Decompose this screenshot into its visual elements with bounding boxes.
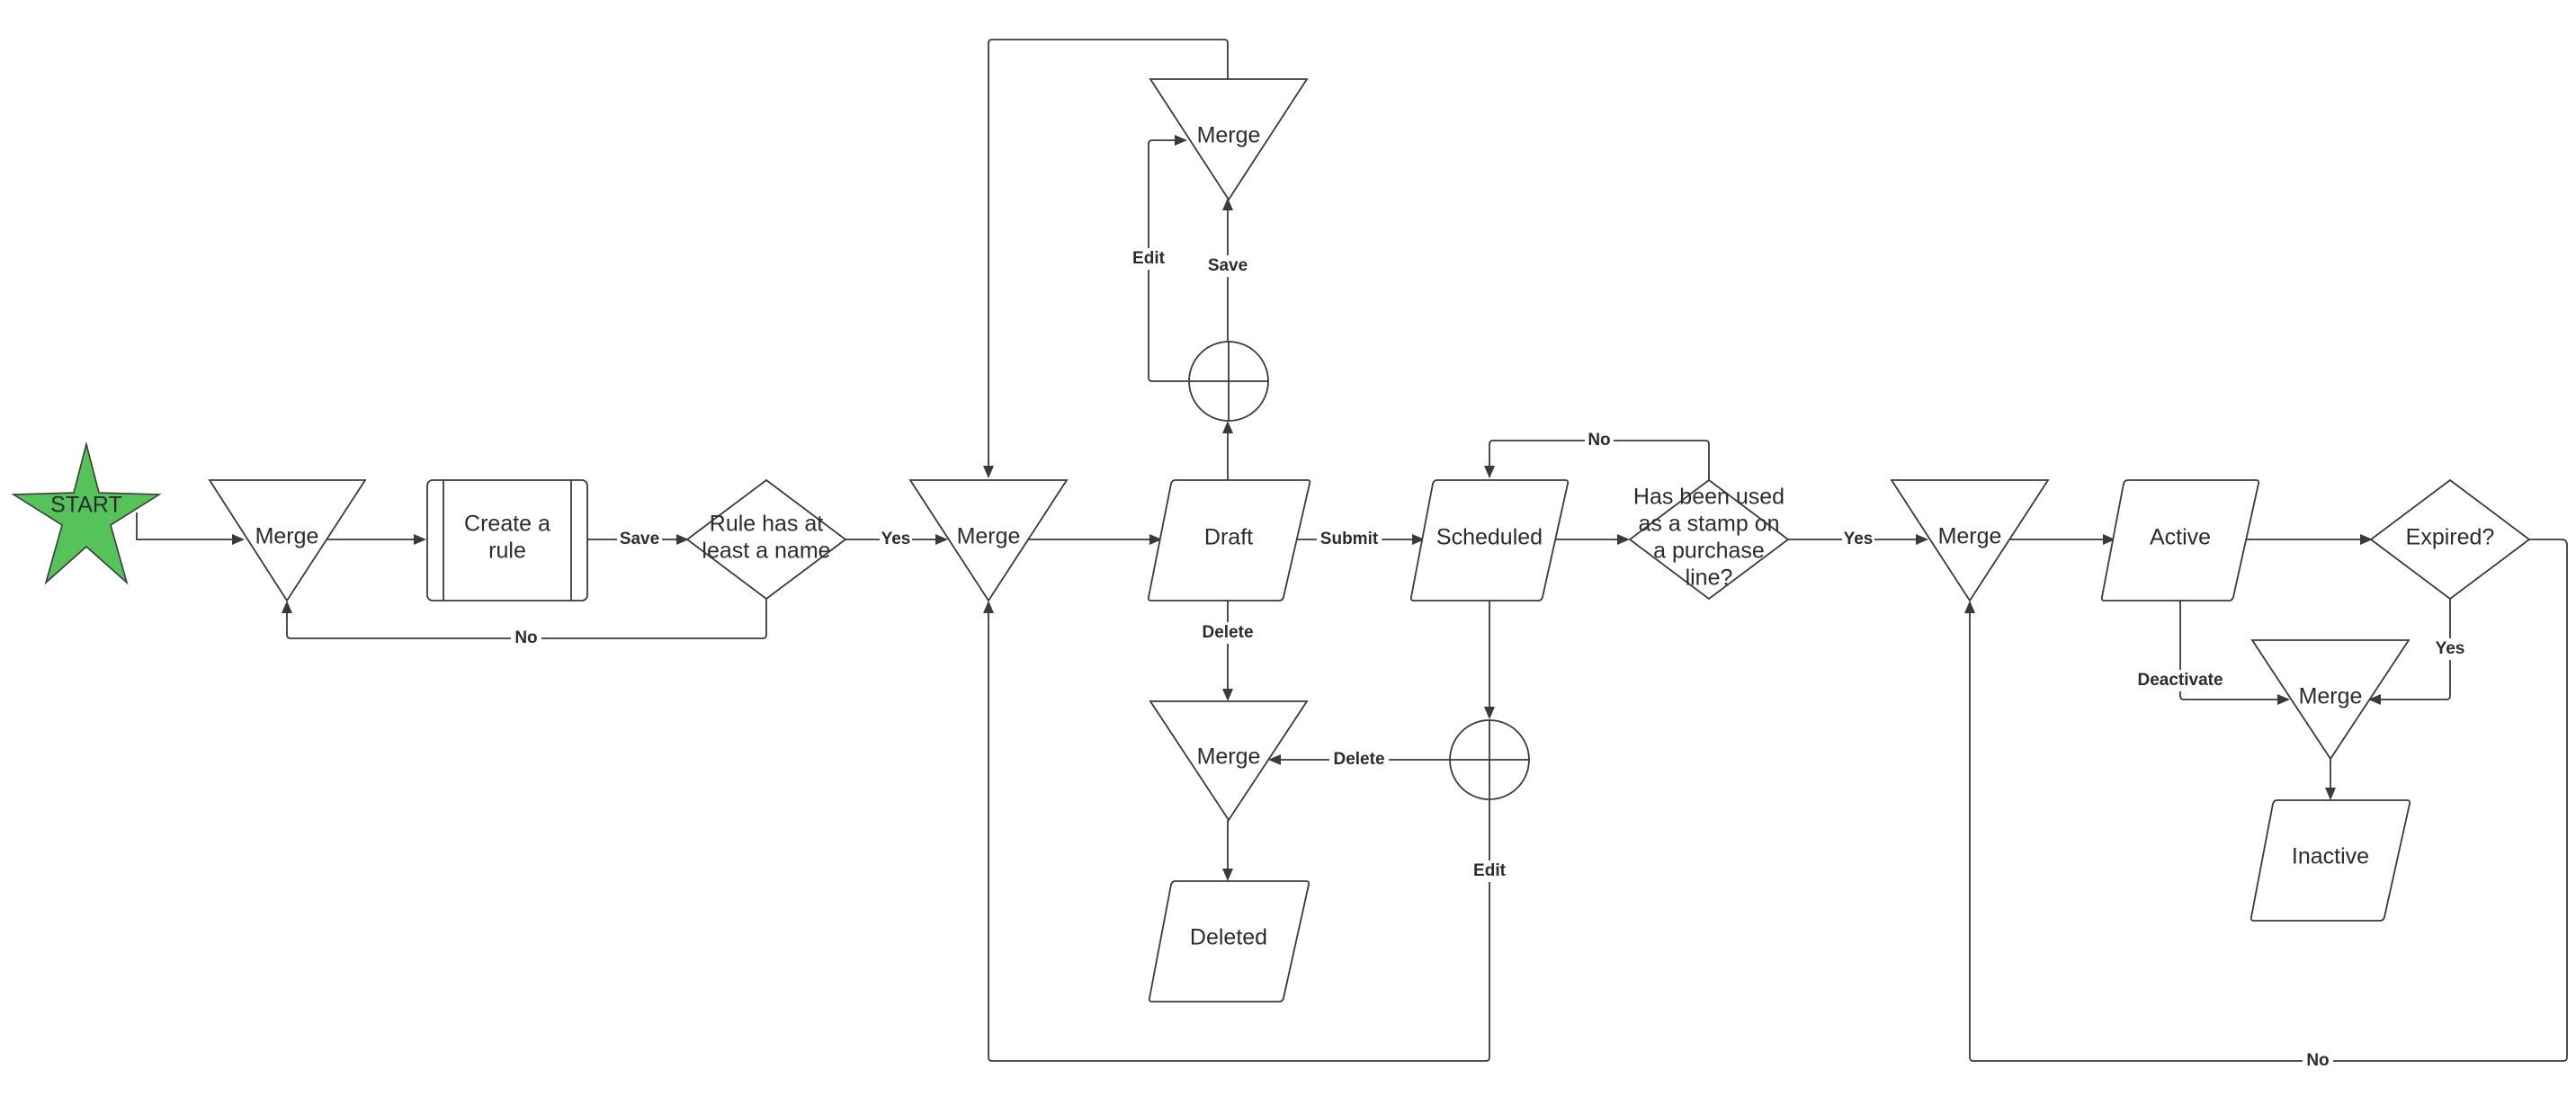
edge-label-edit-draft: Edit (1132, 249, 1166, 268)
rule-name-label-1: Rule has at (710, 512, 824, 537)
merge-node-3[interactable]: Merge (1890, 479, 2050, 602)
merge-node-4[interactable]: Merge (2250, 639, 2411, 761)
stamp-used-label-1: Has been used (1633, 485, 1784, 510)
edge-expired-merge3-no (1964, 539, 2568, 1062)
merge-node-2[interactable]: Merge (908, 479, 1069, 602)
merge-node-1[interactable]: Merge (208, 479, 367, 602)
rule-name-label-2: least a name (702, 539, 830, 564)
edge-label-no-stamp: No (1588, 431, 1610, 450)
rule-name-decision[interactable]: Rule has at least a name (685, 478, 847, 601)
scheduled-label: Scheduled (1436, 525, 1543, 550)
edge-label-save: Save (620, 530, 659, 548)
edge-mergetop-merge2 (983, 39, 1229, 478)
or-gate-bottom[interactable] (1449, 719, 1530, 800)
merge-label-top: Merge (1197, 123, 1261, 148)
merge-node-top[interactable]: Merge (1149, 78, 1309, 201)
edge-label-deactivate: Deactivate (2137, 671, 2223, 690)
active-node[interactable]: Active (2100, 479, 2260, 602)
stamp-used-label-4: line? (1686, 566, 1733, 591)
edge-label-yes-rule: Yes (881, 530, 911, 548)
nodes: START Merge Create a rule Rule has at le… (11, 78, 2531, 1003)
deleted-node[interactable]: Deleted (1148, 880, 1310, 1003)
edge-label-delete-draft: Delete (1202, 623, 1253, 642)
expired-decision[interactable]: Expired? (2369, 478, 2531, 601)
edge-active-merge4 (2179, 601, 2290, 705)
stamp-used-decision[interactable]: Has been used as a stamp on a purchase l… (1628, 478, 1790, 601)
edge-start-merge1 (136, 512, 245, 545)
start-label: START (50, 493, 122, 518)
edge-label-no-expired: No (2306, 1051, 2329, 1070)
edge-labels: Save Yes No Edit Save Submit Delete Dele… (511, 248, 2466, 1072)
edge-label-yes-expired: Yes (2436, 639, 2465, 658)
stamp-used-label-3: a purchase (1653, 539, 1765, 564)
merge-node-delete[interactable]: Merge (1149, 700, 1309, 822)
create-rule-node[interactable]: Create a rule (426, 479, 588, 602)
merge-label-1: Merge (255, 524, 319, 549)
or-gate-top[interactable] (1188, 341, 1269, 422)
merge-label-4: Merge (2299, 684, 2363, 709)
inactive-label: Inactive (2292, 844, 2369, 869)
active-label: Active (2150, 525, 2211, 550)
merge-label-delete: Merge (1197, 744, 1261, 770)
edge-label-edit-scheduled: Edit (1473, 861, 1507, 880)
create-rule-label-1: Create a (464, 512, 550, 537)
start-node[interactable]: START (11, 441, 162, 585)
edge-label-save-draft: Save (1208, 256, 1248, 275)
edge-label-submit: Submit (1320, 530, 1379, 548)
draft-node[interactable]: Draft (1147, 479, 1311, 602)
edge-circlebottom-merge2-edit (983, 601, 1490, 1062)
scheduled-node[interactable]: Scheduled (1409, 479, 1570, 602)
edge-expired-merge4 (2368, 599, 2451, 705)
edge-label-no-rule: No (514, 628, 537, 647)
expired-label: Expired? (2406, 525, 2495, 550)
create-rule-label-2: rule (488, 539, 526, 564)
edge-label-yes-stamp: Yes (1844, 530, 1874, 548)
deleted-label: Deleted (1190, 925, 1267, 950)
merge-label-2: Merge (957, 524, 1021, 549)
stamp-used-label-2: as a stamp on (1638, 512, 1779, 537)
draft-label: Draft (1204, 525, 1253, 550)
edge-label-delete-scheduled: Delete (1333, 750, 1384, 769)
inactive-node[interactable]: Inactive (2250, 799, 2411, 922)
merge-label-3: Merge (1938, 524, 2002, 549)
